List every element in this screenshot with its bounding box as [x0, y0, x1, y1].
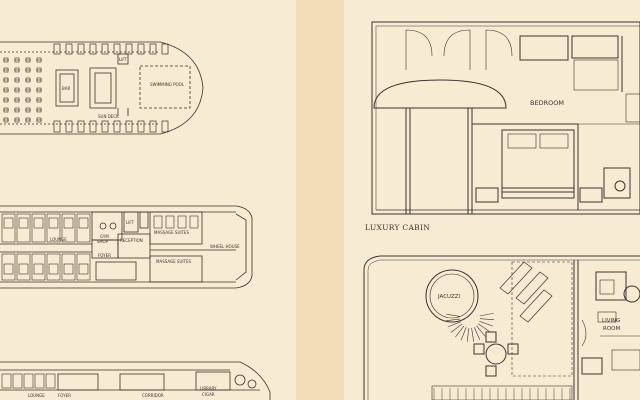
- reception-room: [117, 233, 151, 259]
- label-wheel-house: WHEEL HOUSE: [210, 244, 240, 249]
- bed: [501, 129, 575, 193]
- separator-strip: [296, 0, 344, 400]
- sun-lounger-row-bottom: [53, 120, 169, 133]
- label-jacuzzi: JACUZZI: [437, 294, 460, 300]
- sun-deck-plan: [0, 41, 204, 135]
- label-upper-massage-2: MASSAGE SUITES: [156, 259, 192, 264]
- suite-outline: [363, 255, 640, 400]
- massage-beds: [153, 215, 199, 229]
- label-living-room-1: LIVING: [602, 318, 620, 324]
- swimming-pool: [89, 67, 117, 109]
- label-bar: BAR: [62, 86, 70, 91]
- luxury-cabin-plan: [371, 21, 640, 215]
- label-swimming-pool: SWIMMING POOL: [150, 82, 185, 87]
- lift-room: [123, 211, 139, 233]
- lift-shaft: [117, 53, 129, 65]
- deck-loungers: [499, 261, 553, 323]
- cafe-tables: [3, 57, 42, 123]
- label-upper-massage-1: MASSAGE SUITES: [154, 230, 190, 235]
- label-main-corridor: CORRIDOR: [142, 393, 164, 398]
- label-main-lounge: LOUNGE: [28, 393, 45, 398]
- label-upper-foyer: FOYER: [98, 253, 111, 258]
- bar-counter: [55, 69, 79, 107]
- upper-deck-plan: [0, 205, 253, 289]
- sun-lounger-row-top: [53, 43, 169, 55]
- spiral-staircase: [446, 312, 494, 342]
- label-upper-gym: GYM: [100, 234, 109, 239]
- label-upper-lounge: LOUNGE: [50, 237, 67, 242]
- jacuzzi-tub: [425, 269, 479, 323]
- label-main-foyer: FOYER: [58, 393, 71, 398]
- sofa: [595, 271, 627, 301]
- desk-top: [519, 35, 569, 61]
- upper-cabins-top: [1, 213, 91, 243]
- label-upper-lift: LIFT: [126, 220, 135, 225]
- label-sun-lift: LIFT: [119, 57, 128, 62]
- massage-room: [149, 211, 203, 245]
- main-deck-hull: [0, 361, 271, 400]
- suite-plan: [363, 255, 640, 400]
- label-main-cigar: CIGAR: [202, 392, 215, 397]
- main-deck-plan: [0, 361, 271, 400]
- label-sun-deck: SUN DECK: [98, 114, 119, 119]
- entry-arch: [373, 79, 507, 109]
- label-main-library: LIBRARY: [200, 386, 217, 391]
- label-upper-reception: RECEPTION: [120, 238, 143, 243]
- label-bedroom: BEDROOM: [530, 99, 564, 107]
- luxury-cabin-caption: LUXURY CABIN: [365, 223, 430, 232]
- upper-deck-hull: [0, 205, 253, 289]
- round-table: [485, 343, 507, 365]
- sun-deck-hull: [0, 41, 204, 135]
- label-living-room-2: ROOM: [603, 326, 620, 332]
- luxury-cabin-outline: [371, 21, 640, 215]
- main-cabins: [1, 373, 56, 389]
- upper-cabins-bottom: [1, 253, 91, 281]
- label-upper-shop: SHOP: [97, 239, 109, 244]
